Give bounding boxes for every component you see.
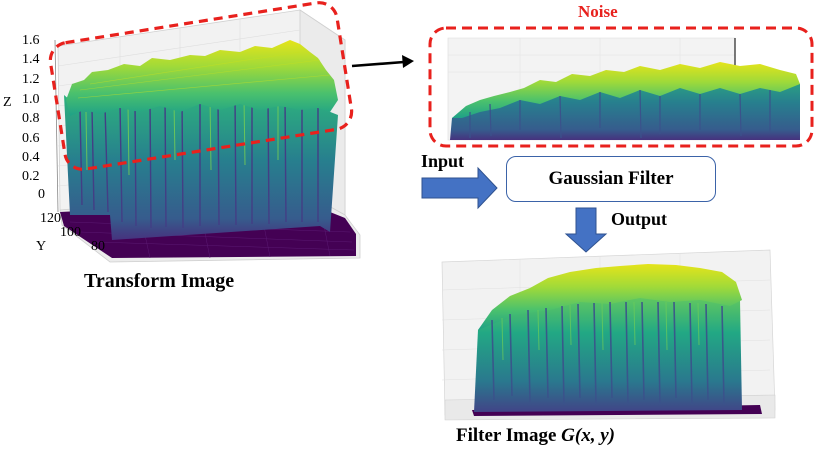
z-tick-label: 1.2 <box>22 72 40 87</box>
z-tick-label: 0.4 <box>22 150 40 165</box>
transform-plot <box>48 1 361 263</box>
output-label: Output <box>611 209 668 229</box>
transform-image-caption: Transform Image <box>84 270 235 292</box>
z-tick-label: 1.6 <box>22 33 40 48</box>
input-label: Input <box>421 151 465 171</box>
left-top-texture <box>77 51 331 99</box>
filter-image-formula: G(x, y) <box>561 425 615 446</box>
left-surface-top <box>66 40 338 116</box>
left-surface-highlights <box>85 96 279 176</box>
input-arrow <box>421 166 498 210</box>
gaussian-filter-box: Gaussian Filter <box>506 156 716 202</box>
left-noise-highlight <box>48 1 354 171</box>
z-tick-label: 0.6 <box>22 131 40 146</box>
z-tick-label: 0 <box>38 187 45 202</box>
noise-arrow <box>351 55 414 68</box>
noise-box <box>428 26 814 148</box>
filter-surface-top <box>478 264 742 330</box>
filter-image-caption-text: Filter Image <box>456 425 562 446</box>
filter-surface-light-ridges <box>501 301 700 361</box>
left-surface-spikes <box>79 95 319 229</box>
z-axis-label: Z <box>3 95 12 110</box>
noise-label: Noise <box>578 2 618 21</box>
filter-image-caption: Filter Image G(x, y) <box>456 425 615 447</box>
noise-surface-top <box>452 62 800 118</box>
left-z-axis <box>54 39 59 213</box>
filter-surface-ridges <box>491 301 725 405</box>
y-tick-label: 80 <box>91 239 105 254</box>
z-tick-label: 0.2 <box>22 169 40 184</box>
output-arrow <box>564 207 608 253</box>
noise-plot <box>428 26 814 148</box>
y-tick-label: 120 <box>40 211 61 226</box>
gaussian-filter-label: Gaussian Filter <box>548 168 674 189</box>
z-tick-label: 1.0 <box>22 92 40 107</box>
filter-plot <box>441 249 776 421</box>
noise-spikes <box>469 89 771 139</box>
y-tick-label: 100 <box>60 225 81 240</box>
z-tick-label: 0.8 <box>22 111 40 126</box>
y-axis-label: Y <box>36 239 47 254</box>
z-tick-label: 1.4 <box>22 52 40 67</box>
